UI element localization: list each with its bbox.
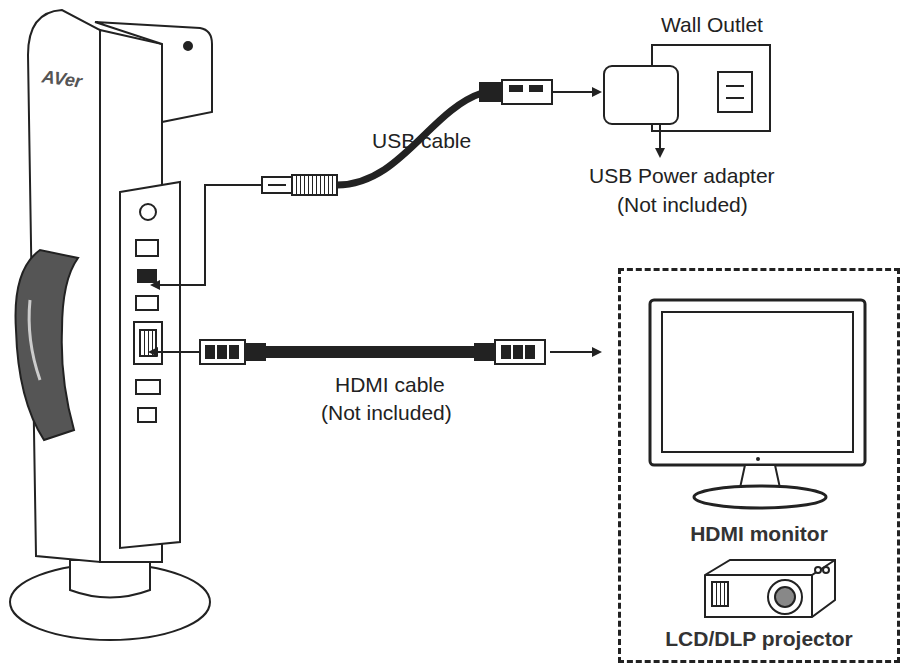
outlet-label: Wall Outlet <box>661 12 763 38</box>
cable-label: USB cable <box>372 128 471 154</box>
usb-cable <box>152 80 600 285</box>
hdmi-monitor-icon <box>650 300 865 508</box>
projector-icon <box>705 560 835 617</box>
device-group-box: HDMI monitorLCD/DLP projector <box>618 268 900 663</box>
logo-text: AVer <box>40 63 83 94</box>
cable-label: HDMI cable <box>335 372 445 398</box>
document-camera <box>10 10 212 640</box>
wall-outlet <box>604 45 770 156</box>
adapter-label: USB Power adapter <box>589 163 775 189</box>
note-label: (Not included) <box>617 192 748 218</box>
hdmi-cable <box>150 340 600 364</box>
note-label: (Not included) <box>321 400 452 426</box>
device-label: LCD/DLP projector <box>621 626 897 652</box>
device-label: HDMI monitor <box>621 521 897 547</box>
